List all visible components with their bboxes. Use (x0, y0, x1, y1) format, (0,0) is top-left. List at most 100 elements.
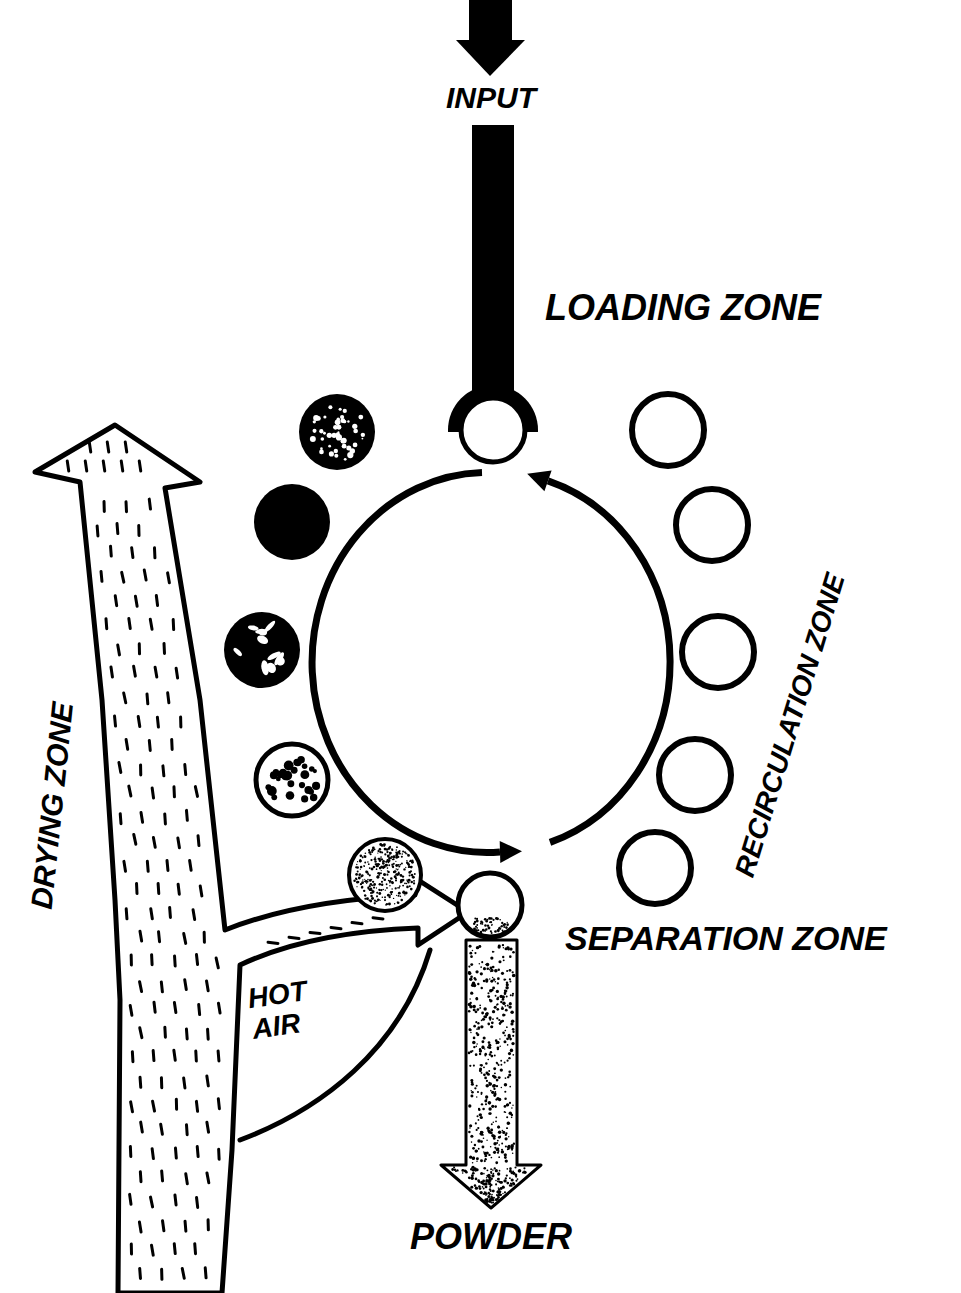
powder-dot (491, 1091, 494, 1094)
powder-dot (392, 866, 394, 868)
powder-dot (470, 992, 473, 995)
powder-dot (510, 994, 512, 996)
powder-dot (488, 1023, 490, 1025)
powder-dot (362, 879, 363, 880)
powder-dot (512, 1105, 513, 1106)
powder-dot (508, 1035, 511, 1038)
air-dash (207, 1173, 209, 1183)
air-dash (111, 667, 112, 677)
powder-dot (395, 887, 397, 889)
powder-dot (451, 1168, 454, 1171)
powder-dot (481, 1040, 484, 1043)
powder-dot (356, 864, 357, 865)
wet-chamber (254, 484, 330, 560)
powder-dot (385, 861, 387, 863)
powder-dot (502, 944, 503, 945)
powder-dot (405, 892, 408, 895)
air-dash (174, 1050, 175, 1060)
powder-dot (474, 929, 476, 931)
powder-dot (472, 1050, 474, 1052)
powder-dot (481, 1019, 483, 1021)
powder-dot (498, 1076, 501, 1079)
air-dash (134, 666, 136, 676)
drum-chamber (299, 394, 375, 470)
powder-dot (495, 1198, 498, 1201)
air-dash (151, 1197, 153, 1207)
powder-dot (393, 898, 394, 899)
powder-dot (491, 1157, 493, 1159)
powder-dot (498, 960, 501, 963)
wet-spot (310, 796, 315, 801)
powder-dot (379, 848, 382, 851)
powder-dot (494, 1006, 497, 1009)
air-dash (131, 1102, 133, 1112)
powder-dot (505, 1009, 508, 1012)
powder-dot (480, 966, 482, 968)
powder-dot (394, 903, 395, 904)
air-dash (175, 1195, 176, 1205)
powder-dot (377, 892, 378, 893)
powder-dot (472, 1041, 476, 1045)
powder-dot (471, 1166, 474, 1169)
powder-dot (469, 998, 470, 999)
powder-dot (379, 883, 381, 885)
powder-dot (497, 929, 500, 932)
powder-dot (502, 956, 504, 958)
powder-dot (470, 963, 473, 966)
air-dash (118, 645, 120, 655)
powder-dot (404, 882, 406, 884)
powder-dot (374, 899, 376, 901)
powder-dot (387, 871, 389, 873)
powder-dot (374, 902, 376, 904)
powder-dot (402, 851, 404, 853)
powder-dot (371, 867, 374, 870)
air-dash (197, 1197, 198, 1207)
powder-dot (493, 1121, 495, 1123)
powder-dot (511, 1042, 514, 1045)
powder-dot (360, 883, 362, 885)
powder-dot (373, 866, 375, 868)
powder-dot (380, 866, 383, 869)
powder-dot (396, 895, 397, 896)
powder-dot (489, 1200, 491, 1202)
powder-dot (508, 1052, 511, 1055)
powder-dot (391, 849, 393, 851)
dry-patch (273, 651, 286, 667)
air-dash (121, 461, 122, 471)
powder-dot (508, 1057, 510, 1059)
powder-dot (484, 1099, 487, 1102)
powder-dot (385, 889, 386, 890)
air-dash (148, 740, 152, 750)
powder-dot (504, 930, 506, 932)
powder-arrow (441, 940, 541, 1208)
powder-dot (493, 1142, 496, 1145)
powder-dot (506, 1116, 508, 1118)
powder-dot (482, 1186, 484, 1188)
air-dash (154, 1002, 155, 1012)
powder-dot (488, 1154, 490, 1156)
drum-chamber (349, 839, 421, 911)
drying-speck (361, 438, 363, 440)
air-dash (140, 982, 142, 992)
powder-dot (381, 870, 382, 871)
powder-dot (508, 1005, 511, 1008)
drum-chamber (224, 612, 300, 688)
air-dash (157, 884, 161, 894)
powder-dot (361, 886, 363, 888)
drying-speck (340, 418, 345, 423)
drying-speck (319, 429, 323, 433)
air-dash (331, 927, 341, 928)
powder-dot (474, 952, 476, 954)
powder-dot (405, 867, 406, 868)
powder-dot (369, 885, 371, 887)
powder-dot (366, 883, 367, 884)
powder-dot (488, 1101, 492, 1105)
powder-dot (358, 877, 361, 880)
hot-air-label: HOT AIR (246, 976, 313, 1045)
powder-dot (392, 856, 395, 859)
powder-dot (511, 1117, 513, 1119)
drying-chamber (224, 612, 300, 688)
powder-dot (498, 1136, 500, 1138)
powder-dot (471, 1083, 474, 1086)
powder-dot (371, 884, 373, 886)
